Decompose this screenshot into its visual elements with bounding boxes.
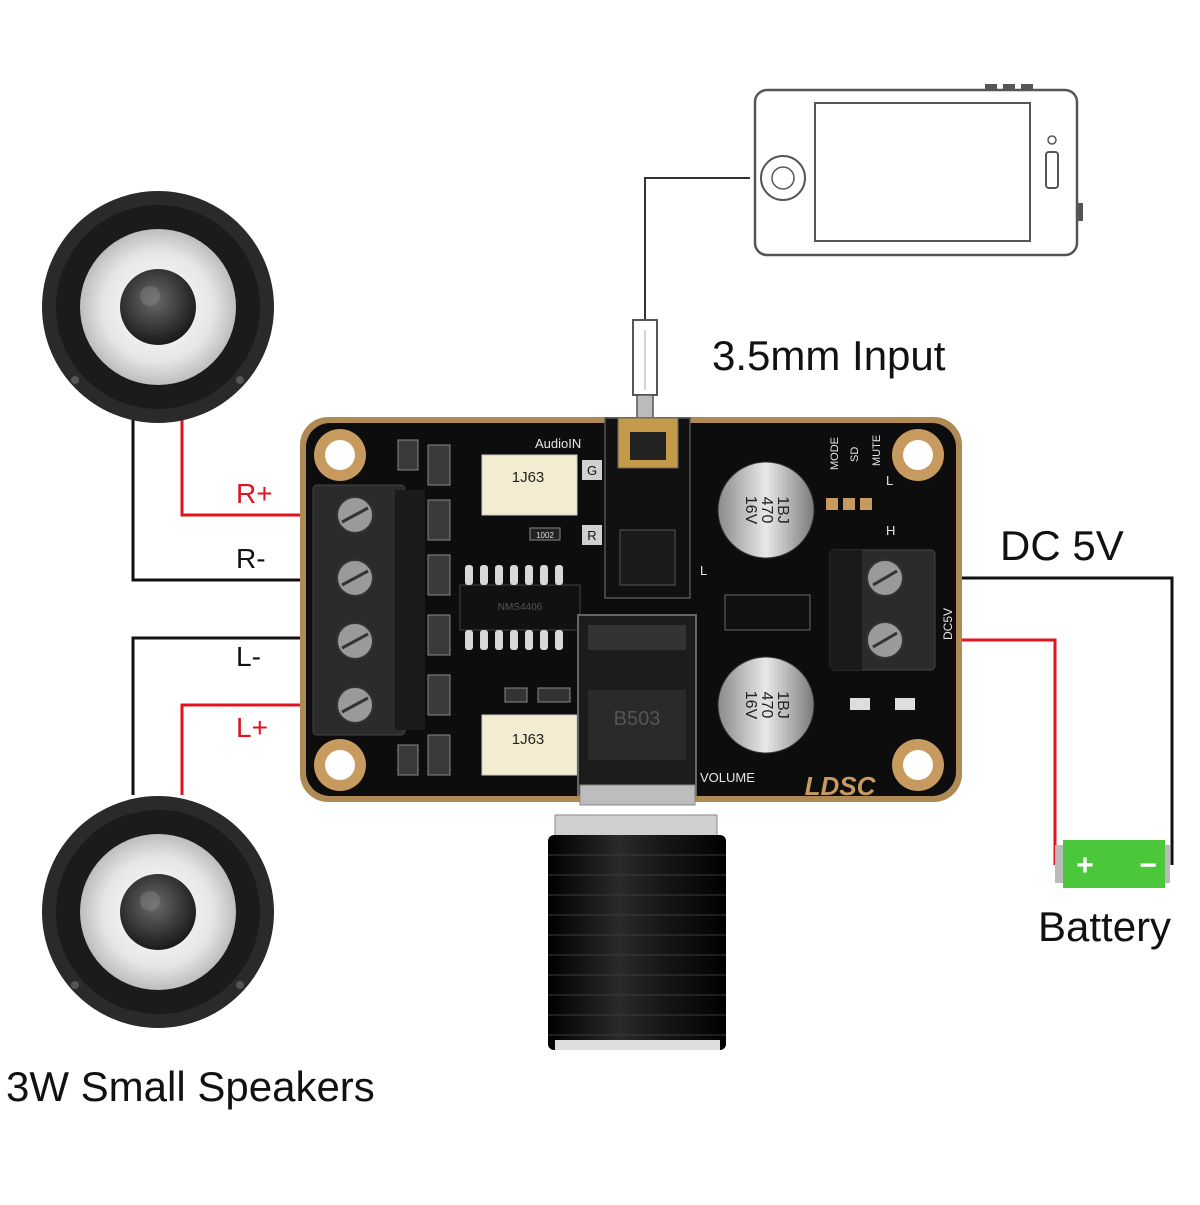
audio-jack — [604, 417, 691, 599]
cap-top-line3: 16V — [742, 496, 759, 525]
pin-g-label: G — [587, 463, 597, 478]
audio-plug-icon — [632, 319, 658, 421]
cap-bottom-line1: 1BJ — [774, 691, 791, 719]
l-plus-label: L+ — [236, 712, 268, 743]
jumper-l-label: L — [886, 473, 893, 488]
battery-label: Battery — [1038, 903, 1172, 950]
wire-r-minus — [131, 420, 350, 582]
pin-r-label: R — [587, 528, 596, 543]
r-plus-label: R+ — [236, 478, 273, 509]
capacitor-top: 1BJ 470 16V — [717, 461, 815, 559]
pin-l-label: L — [700, 563, 707, 578]
wire-l-minus — [131, 636, 350, 795]
jumper-h-label: H — [886, 523, 895, 538]
relay-bottom: 1J63 — [481, 714, 578, 776]
battery-minus: − — [1139, 849, 1157, 882]
chip-label: NMS4406 — [498, 602, 543, 613]
capacitor-bottom: 1BJ 470 16V — [717, 656, 815, 754]
cap-top-line1: 1BJ — [774, 496, 791, 524]
wire-dc-minus — [885, 576, 1174, 865]
cap-top-line2: 470 — [758, 497, 775, 524]
speaker-terminal-block — [312, 484, 425, 736]
pot-chip-label: B503 — [614, 708, 661, 730]
dc-label: DC 5V — [1000, 522, 1124, 569]
wire-l-plus — [180, 703, 350, 795]
speakers-label: 3W Small Speakers — [6, 1063, 375, 1110]
resistor-label: 1002 — [536, 531, 554, 540]
cap-bottom-line3: 16V — [742, 691, 759, 720]
cap-bottom-line2: 470 — [758, 692, 775, 719]
speaker-bottom-icon — [42, 796, 274, 1028]
sd-label: SD — [849, 447, 861, 462]
wire-audio — [644, 177, 750, 320]
r-minus-label: R- — [236, 543, 266, 574]
wire-r-plus — [180, 420, 350, 517]
dc5v-board-label: DC5V — [941, 608, 955, 640]
relay-top: 1J63 — [481, 454, 578, 516]
dc-terminal-block — [829, 549, 936, 671]
volume-label: VOLUME — [700, 770, 755, 785]
speaker-top-icon — [42, 191, 274, 423]
relay-top-label: 1J63 — [512, 469, 545, 486]
l-minus-label: L- — [236, 641, 261, 672]
mode-labels: MODE SD MUTE — [829, 435, 883, 470]
amplifier-board: 1J63 1J63 NMS4406 1002 — [300, 417, 962, 802]
audio-in-label: AudioIN — [535, 436, 581, 451]
amplifier-chip: NMS4406 — [459, 565, 581, 650]
battery-plus: + — [1076, 849, 1094, 882]
mute-label: MUTE — [871, 435, 883, 466]
battery-icon: + − — [1055, 840, 1170, 888]
input-label: 3.5mm Input — [712, 332, 946, 379]
phone-icon — [753, 84, 1083, 257]
brand-label: LDSC — [805, 771, 877, 801]
mode-label: MODE — [829, 437, 841, 470]
relay-bottom-label: 1J63 — [512, 731, 545, 748]
volume-knob[interactable] — [548, 784, 726, 1050]
volume-pot-body: B503 — [577, 614, 697, 796]
